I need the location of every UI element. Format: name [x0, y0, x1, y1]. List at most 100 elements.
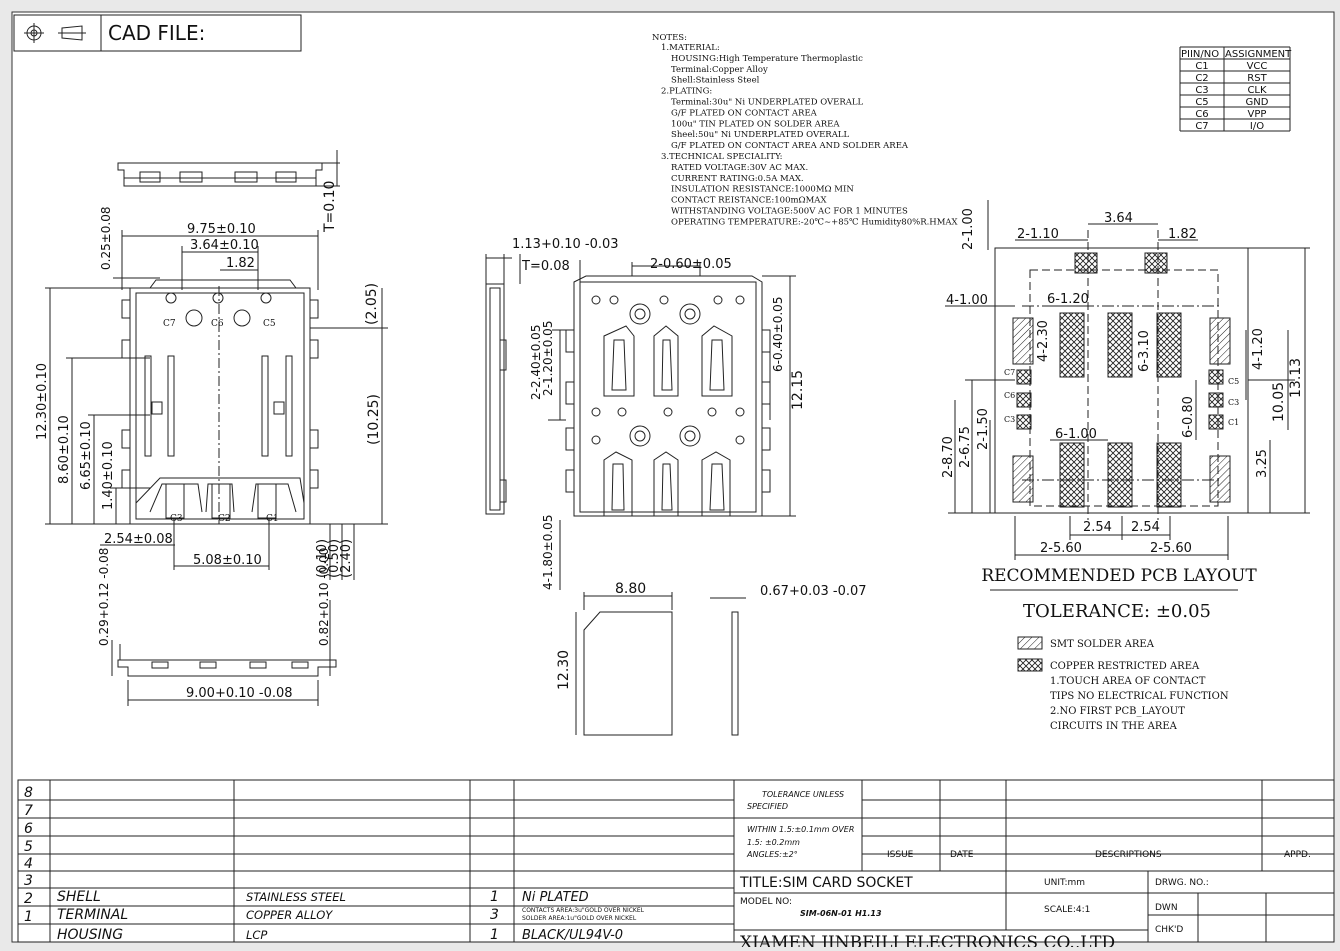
- tolerance-note: TOLERANCE UNLESS: [762, 790, 844, 799]
- dim-height: 12.30±0.10: [35, 363, 50, 440]
- dim-pcb: 3.25: [1255, 449, 1270, 478]
- dim-pcb: 2-1.00: [961, 208, 976, 250]
- pin-number: C7: [1195, 121, 1208, 132]
- dim-standoff: 0.29+0.12 -0.08: [97, 548, 111, 646]
- drawing-number-label: DRWG. NO.:: [1155, 878, 1209, 888]
- dim-pcb: 3.64: [1104, 211, 1133, 226]
- note-line: G/F PLATED ON CONTACT AREA AND SOLDER AR…: [671, 141, 909, 151]
- dim-height: 12.15: [790, 370, 806, 410]
- dim-thickness: T=0.10: [322, 181, 338, 233]
- bom-row-number: 7: [24, 803, 33, 819]
- col-descriptions: DESCRIPTIONS: [1095, 850, 1162, 860]
- dim-pcb: 4-1.20: [1251, 328, 1266, 370]
- dim-card-width: 8.80: [615, 581, 646, 597]
- dim-width: 9.00+0.10 -0.08: [186, 686, 293, 701]
- dim-ref: (0.50): [327, 539, 342, 578]
- top-view-dimensions: T=0.109.75±0.103.64±0.101.820.25±0.08(2.…: [35, 181, 382, 701]
- dim-height: 8.60±0.10: [57, 415, 72, 484]
- bom-material: COPPER ALLOY: [246, 908, 333, 922]
- pin-table-header: ASSIGNMENT: [1225, 49, 1292, 60]
- pin-assignment: CLK: [1247, 85, 1267, 96]
- note-line: 1.MATERIAL:: [661, 43, 720, 53]
- copper-legend-swatch: [1017, 658, 1043, 672]
- contact-label: C5: [263, 319, 276, 329]
- tolerance-note: WITHIN 1.5:±0.1mm OVER: [747, 825, 854, 834]
- bom-finish: CONTACTS AREA:3u"GOLD OVER NICKEL: [522, 907, 645, 914]
- col-issue: ISSUE: [887, 850, 914, 860]
- top-view-socket: [45, 150, 388, 706]
- bom-row-number: 2: [24, 891, 33, 907]
- note-line: Terminal:Copper Alloy: [671, 65, 768, 75]
- dim-pcb: 2-1.50: [976, 408, 991, 450]
- dim-pad: 4-1.80±0.05: [541, 515, 555, 590]
- dim-offset: 0.25±0.08: [99, 207, 113, 271]
- pin-assignment: VCC: [1247, 61, 1268, 72]
- dim-pcb: 10.05: [1271, 382, 1287, 422]
- note-line: WITHSTANDING VOLTAGE:500V AC FOR 1 MINUT…: [671, 207, 908, 217]
- dim-ref: (10.25): [366, 394, 382, 445]
- company-name: XIAMEN JINBEILI ELECTRONICS CO.,LTD: [740, 933, 1115, 947]
- pcb-pin-label: C5: [1228, 377, 1239, 386]
- bom-row-number: 8: [24, 785, 33, 801]
- note-line: INSULATION RESISTANCE:1000MΩ MIN: [671, 185, 854, 195]
- dim-pcb: 2-5.60: [1150, 541, 1192, 556]
- bom-row-number: 3: [24, 873, 33, 889]
- cad-file-header: CAD FILE:: [13, 14, 302, 52]
- dim-thickness: 1.13+0.10 -0.03: [512, 237, 619, 252]
- tolerance-note: SPECIFIED: [747, 802, 788, 811]
- model-value: SIM-06N-01 H1.13: [800, 909, 882, 918]
- note-line: OPERATING TEMPERATURE:-20℃~+85℃ Humidity…: [671, 217, 959, 227]
- note-line: 3.TECHNICAL SPECIALITY:: [661, 152, 783, 162]
- dim-pcb: 4-2.30: [1036, 320, 1051, 362]
- checked-label: CHK'D: [1155, 925, 1183, 935]
- pin-assignment: RST: [1247, 73, 1267, 84]
- contact-label: C1: [266, 514, 279, 524]
- note-line: 2.PLATING:: [661, 87, 712, 97]
- note-line: CONTACT REISTANCE:100mΩMAX: [671, 196, 827, 206]
- dim-card-thickness: 0.67+0.03 -0.07: [760, 584, 867, 599]
- contact-label: C3: [170, 514, 183, 524]
- col-appd: APPD.: [1284, 850, 1311, 860]
- title-text: TITLE:SIM CARD SOCKET: [739, 875, 913, 891]
- pcb-layout-title: RECOMMENDED PCB LAYOUT: [981, 566, 1257, 586]
- dim-standoff: 0.82+0.10 -0.00: [317, 548, 331, 646]
- dim-pcb: 6-3.10: [1137, 330, 1152, 372]
- dim-thickness: T=0.08: [521, 259, 570, 274]
- pcb-pin-label: C1: [1228, 418, 1239, 427]
- dim-pcb: 2.54: [1131, 520, 1160, 535]
- contact-label: C7: [163, 319, 176, 329]
- dim-pcb: 6-0.80: [1181, 396, 1196, 438]
- pin-assignment: GND: [1246, 97, 1269, 108]
- model-label: MODEL NO:: [740, 897, 792, 907]
- unit-text: UNIT:mm: [1044, 878, 1085, 888]
- note-line: RATED VOLTAGE:30V AC MAX.: [671, 163, 808, 173]
- dim-height: 6.65±0.10: [79, 421, 94, 490]
- legend-note: 1.TOUCH AREA OF CONTACT: [1050, 676, 1206, 687]
- bom-qty: 1: [490, 927, 499, 943]
- dim-pitch: 3.64±0.10: [190, 238, 259, 253]
- note-line: Terminal:30u" Ni UNDERPLATED OVERALL: [671, 98, 864, 108]
- legend-note: TIPS NO ELECTRICAL FUNCTION: [1050, 691, 1229, 702]
- dim-contact: 2-2.40±0.05: [529, 325, 543, 400]
- pin-assignment: VPP: [1248, 109, 1267, 120]
- dim-ref: (0.10): [315, 539, 330, 578]
- dim-pcb: 2-5.60: [1040, 541, 1082, 556]
- bom-row-number: 1: [24, 909, 33, 925]
- bottom-view-socket: [548, 260, 796, 736]
- dim-pcb: 6-1.20: [1047, 292, 1089, 307]
- pcb-pin-label: C3: [1228, 398, 1239, 407]
- bom-part: TERMINAL: [57, 907, 128, 923]
- pin-number: C2: [1195, 73, 1208, 84]
- bom-qty: 1: [490, 889, 499, 905]
- pcb-pin-label: C6: [1004, 391, 1015, 400]
- dim-pcb: 2-8.70: [941, 436, 956, 478]
- pcb-pin-label: C7: [1004, 368, 1015, 377]
- scale-text: SCALE:4:1: [1044, 905, 1090, 915]
- dim-contact: 6-0.40±0.05: [771, 297, 785, 372]
- dim-half-pitch: 1.82: [226, 256, 255, 271]
- note-line: G/F PLATED ON CONTACT AREA: [671, 108, 818, 118]
